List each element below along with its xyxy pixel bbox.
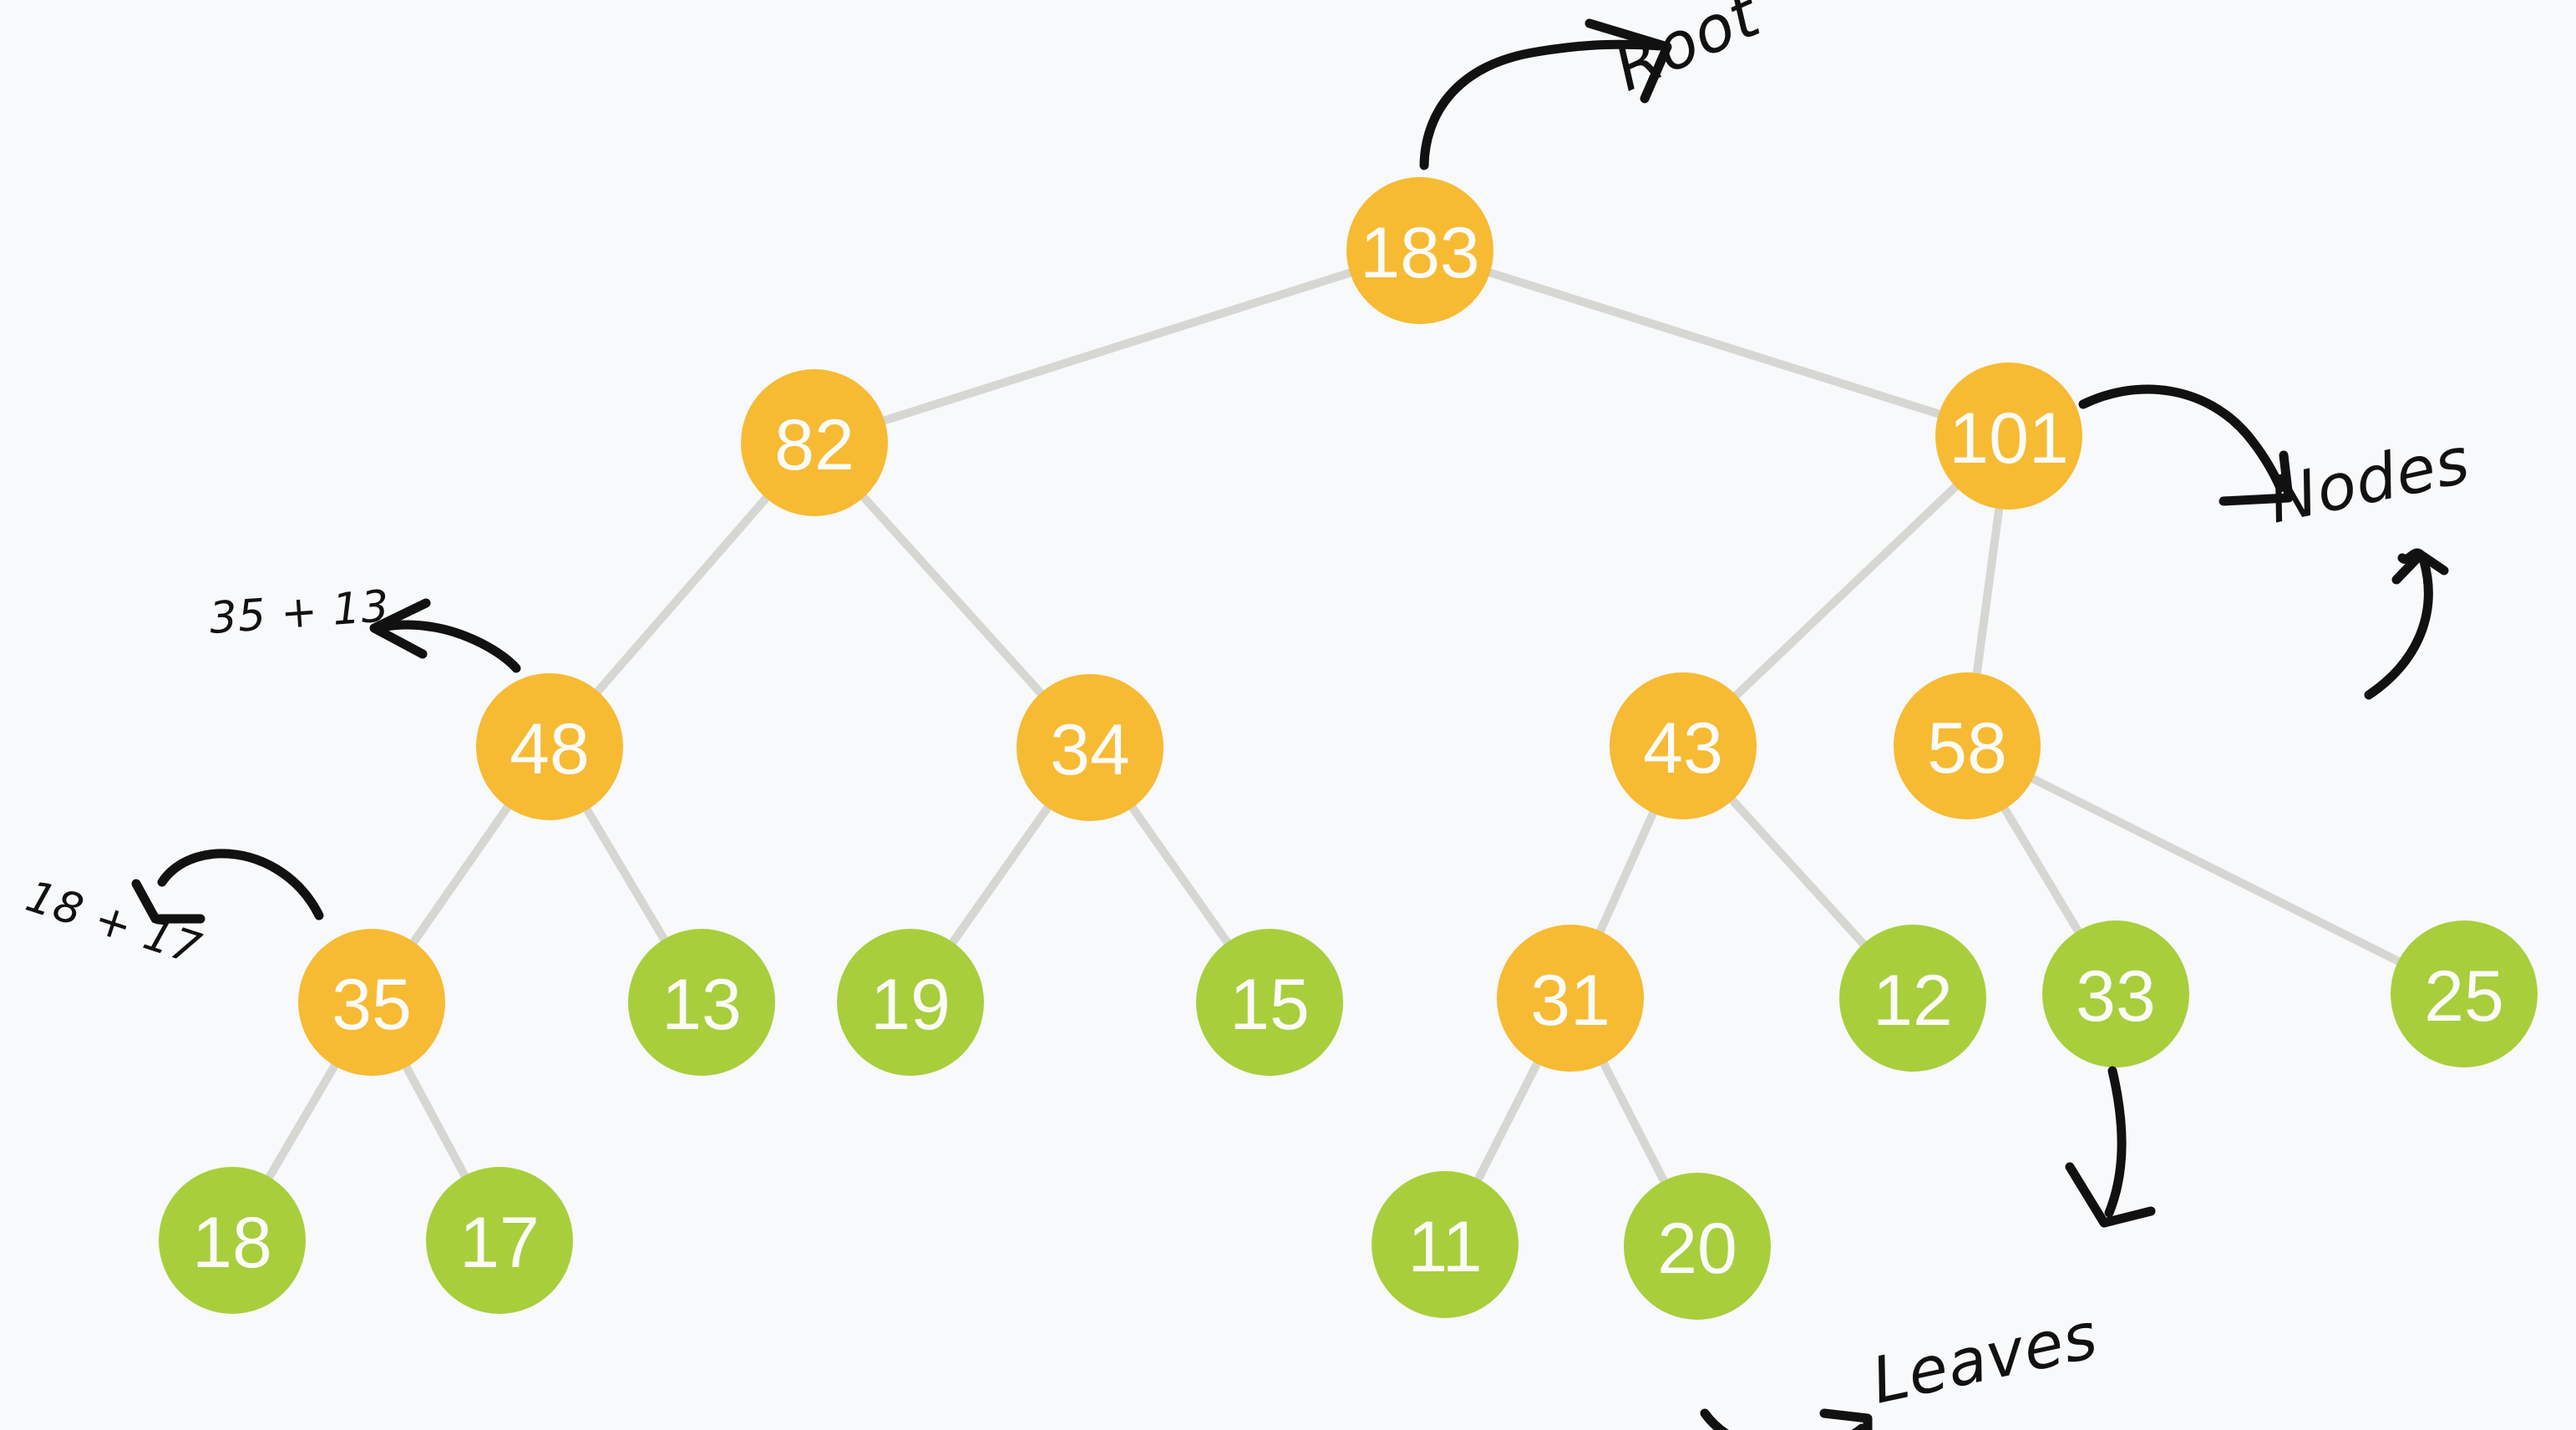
node-value-label: 11 <box>1407 1207 1482 1287</box>
node-value-label: 82 <box>774 405 854 485</box>
node-circle <box>837 929 984 1076</box>
tree-node-17[interactable]: 17 <box>426 1167 573 1314</box>
nodes-layer: 183 82 101 48 34 43 58 35 13 19 15 31 12 33 25 18 17 11 20 <box>159 177 2538 1320</box>
node-value-label: 43 <box>1643 708 1723 789</box>
node-value-label: 58 <box>1927 708 2007 789</box>
tree-node-33[interactable]: 33 <box>2042 920 2189 1067</box>
node-value-label: 13 <box>662 965 742 1045</box>
annotation-nodes: Nodes <box>2078 384 2476 700</box>
node-circle <box>628 929 775 1076</box>
node-value-label: 183 <box>1360 213 1480 293</box>
tree-node-19[interactable]: 19 <box>837 929 984 1076</box>
annotation-sum-48: 35 + 13 <box>208 581 521 673</box>
node-value-label: 34 <box>1050 710 1130 790</box>
node-value-label: 48 <box>510 709 590 789</box>
tree-node-31[interactable]: 31 <box>1497 925 1644 1072</box>
node-circle <box>741 369 888 516</box>
nodes-arrow-bottom-curve <box>2364 548 2433 700</box>
root-label: Root <box>1603 0 1772 105</box>
tree-node-13[interactable]: 13 <box>628 929 775 1076</box>
nodes-arrow-bottom-head <box>2391 550 2449 585</box>
node-circle <box>2042 920 2189 1067</box>
node-circle <box>1624 1173 1771 1320</box>
node-circle <box>1894 672 2041 819</box>
nodes-arrow-top-curve <box>2078 384 2285 493</box>
node-circle <box>1839 925 1986 1072</box>
node-circle <box>426 1167 573 1314</box>
annotation-root: Root <box>1419 0 1772 170</box>
node-circle <box>1497 925 1644 1072</box>
root-arrow-curve <box>1419 39 1667 170</box>
leaves-arrow-right-head <box>2065 1162 2156 1228</box>
node-value-label: 19 <box>870 965 951 1045</box>
leaves-label: Leaves <box>1865 1298 2104 1418</box>
node-circle <box>1372 1171 1519 1318</box>
tree-node-18[interactable]: 18 <box>159 1167 306 1314</box>
tree-node-35[interactable]: 35 <box>298 929 445 1076</box>
node-circle <box>1196 929 1343 1076</box>
tree-node-43[interactable]: 43 <box>1610 672 1757 819</box>
sum35-arrow-head <box>131 879 205 924</box>
sum48-label: 35 + 13 <box>208 581 392 644</box>
node-value-label: 35 <box>332 965 412 1045</box>
tree-edge <box>810 246 1424 447</box>
leaves-arrow-right-curve <box>2104 1066 2127 1218</box>
tree-edge <box>1416 246 2013 440</box>
node-value-label: 33 <box>2076 956 2156 1037</box>
node-circle <box>1346 177 1493 324</box>
tree-node-183[interactable]: 183 <box>1346 177 1493 324</box>
tree-node-11[interactable]: 11 <box>1372 1171 1519 1318</box>
tree-node-101[interactable]: 101 <box>1935 363 2082 510</box>
tree-node-82[interactable]: 82 <box>741 369 888 516</box>
node-value-label: 20 <box>1657 1209 1737 1289</box>
node-circle <box>159 1167 306 1314</box>
sum35-arrow-curve <box>157 849 324 920</box>
tree-edge <box>1679 432 2013 750</box>
node-value-label: 18 <box>192 1203 272 1283</box>
tree-node-15[interactable]: 15 <box>1196 929 1343 1076</box>
node-value-label: 25 <box>2424 956 2504 1037</box>
sum48-arrow-curve <box>373 620 521 673</box>
node-value-label: 31 <box>1530 961 1610 1041</box>
tree-node-48[interactable]: 48 <box>476 673 623 820</box>
node-circle <box>298 929 445 1076</box>
node-circle <box>1935 363 2082 510</box>
leaves-arrow-left-head <box>1819 1408 1873 1430</box>
tree-node-34[interactable]: 34 <box>1017 674 1164 821</box>
root-arrow-head <box>1585 18 1672 104</box>
tree-node-58[interactable]: 58 <box>1894 672 2041 819</box>
node-circle <box>1610 672 1757 819</box>
tree-node-25[interactable]: 25 <box>2391 920 2538 1067</box>
node-value-label: 12 <box>1873 961 1953 1041</box>
node-circle <box>2391 920 2538 1067</box>
tree-node-20[interactable]: 20 <box>1624 1173 1771 1320</box>
sum35-label: 18 + 17 <box>20 871 207 975</box>
node-circle <box>1017 674 1164 821</box>
nodes-label: Nodes <box>2262 423 2476 538</box>
nodes-arrow-top-head <box>2219 450 2294 506</box>
annotation-leaves: Leaves <box>1700 1066 2156 1430</box>
tree-node-12[interactable]: 12 <box>1839 925 1986 1072</box>
annotations-layer: Root Nodes Leaves 35 <box>20 0 2476 1430</box>
node-value-label: 17 <box>459 1203 540 1283</box>
sum48-arrow-head <box>369 598 431 659</box>
node-circle <box>476 673 623 820</box>
tree-edge <box>1963 742 2468 998</box>
node-value-label: 101 <box>1949 398 2069 479</box>
annotation-sum-35: 18 + 17 <box>20 849 324 975</box>
node-value-label: 15 <box>1230 965 1310 1045</box>
